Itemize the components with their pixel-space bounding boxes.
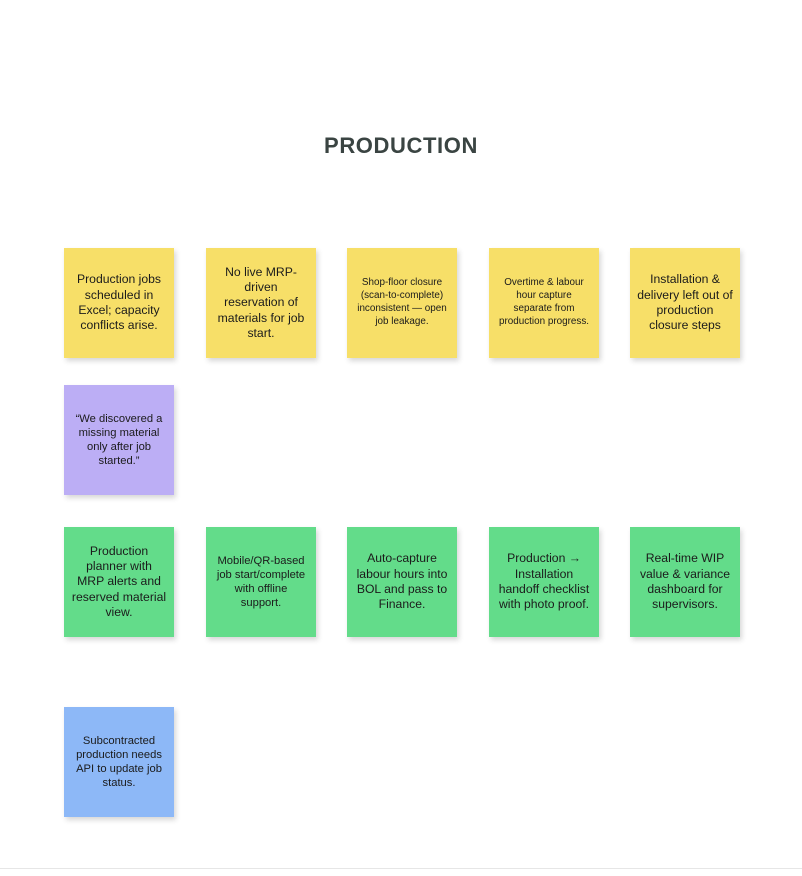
sticky-note-text: Subcontracted production needs API to up…: [76, 734, 162, 790]
sticky-note-text: No live MRP-driven reservation of materi…: [217, 264, 305, 341]
sticky-note-text: “We discovered a missing material only a…: [75, 412, 163, 468]
sticky-note-text: Shop-floor closure (scan-to-complete) in…: [357, 277, 447, 327]
sticky-note-pain-point[interactable]: No live MRP-driven reservation of materi…: [206, 248, 316, 358]
sticky-note-text: Auto-capture labour hours into BOL and p…: [356, 551, 448, 612]
sticky-note-text: Installation & delivery left out of prod…: [637, 272, 733, 333]
sticky-note-pain-point[interactable]: Production jobs scheduled in Excel; capa…: [64, 248, 174, 358]
sticky-note-solution[interactable]: Mobile/QR-based job start/complete with …: [206, 527, 316, 637]
sticky-note-solution[interactable]: Auto-capture labour hours into BOL and p…: [347, 527, 457, 637]
sticky-note-text: Overtime & labour hour capture separate …: [498, 277, 590, 327]
sticky-note-solution[interactable]: Production → Installation handoff checkl…: [489, 527, 599, 637]
sticky-note-text: Production planner with MRP alerts and r…: [71, 543, 167, 620]
page-title: PRODUCTION: [324, 133, 478, 158]
sticky-note-solution[interactable]: Production planner with MRP alerts and r…: [64, 527, 174, 637]
sticky-note-pain-point[interactable]: Overtime & labour hour capture separate …: [489, 248, 599, 358]
footer-divider: [0, 868, 802, 869]
sticky-note-integration[interactable]: Subcontracted production needs API to up…: [64, 707, 174, 817]
sticky-note-text: Production → Installation handoff checkl…: [498, 551, 590, 612]
sticky-note-quote[interactable]: “We discovered a missing material only a…: [64, 385, 174, 495]
sticky-note-text: Production jobs scheduled in Excel; capa…: [76, 272, 161, 333]
sticky-note-pain-point[interactable]: Installation & delivery left out of prod…: [630, 248, 740, 358]
sticky-note-solution[interactable]: Real-time WIP value & variance dashboard…: [630, 527, 740, 637]
sticky-note-text: Real-time WIP value & variance dashboard…: [639, 551, 731, 612]
sticky-note-text: Mobile/QR-based job start/complete with …: [216, 554, 306, 610]
sticky-note-pain-point[interactable]: Shop-floor closure (scan-to-complete) in…: [347, 248, 457, 358]
